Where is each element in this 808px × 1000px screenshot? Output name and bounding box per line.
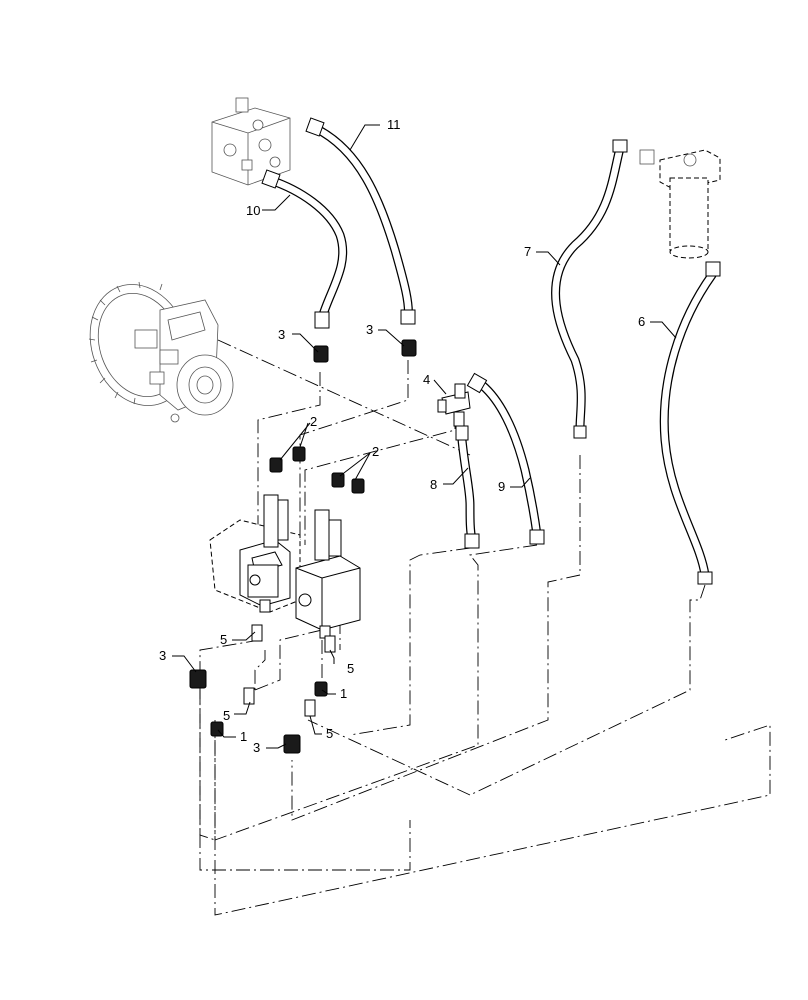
filter-assembly — [639, 149, 721, 259]
callout-5: 5 — [326, 726, 333, 741]
callout-3: 3 — [366, 322, 373, 337]
callout-2: 2 — [310, 414, 317, 429]
callout-11: 11 — [387, 117, 401, 132]
callout-10: 10 — [246, 203, 260, 218]
callout-8: 8 — [430, 477, 437, 492]
hose-6 — [659, 261, 721, 585]
callout-labels: 11 10 7 6 3 3 4 2 2 8 9 3 5 5 1 5 1 5 3 — [159, 117, 645, 755]
callout-5: 5 — [347, 661, 354, 676]
callout-3: 3 — [159, 648, 166, 663]
control-valve-block — [211, 97, 291, 186]
leader-lines — [172, 124, 677, 749]
callout-5: 5 — [223, 708, 230, 723]
callout-1: 1 — [240, 729, 247, 744]
tee-fitting — [437, 383, 471, 427]
hose-7 — [551, 139, 628, 439]
callout-5: 5 — [220, 632, 227, 647]
callout-3: 3 — [278, 327, 285, 342]
callout-4: 4 — [423, 372, 430, 387]
hose-8 — [455, 425, 480, 549]
callout-9: 9 — [498, 479, 505, 494]
hydraulic-pump-assembly — [209, 494, 361, 639]
fittings — [189, 339, 417, 754]
hose-9 — [466, 372, 545, 545]
hose-10 — [261, 169, 348, 329]
hoses — [261, 117, 721, 585]
callout-7: 7 — [524, 244, 531, 259]
routing-lines — [199, 339, 771, 916]
callout-1: 1 — [340, 686, 347, 701]
travel-motor-assembly — [88, 281, 234, 423]
callout-6: 6 — [638, 314, 645, 329]
callout-2: 2 — [372, 444, 379, 459]
hose-11 — [305, 117, 416, 325]
callout-3: 3 — [253, 740, 260, 755]
